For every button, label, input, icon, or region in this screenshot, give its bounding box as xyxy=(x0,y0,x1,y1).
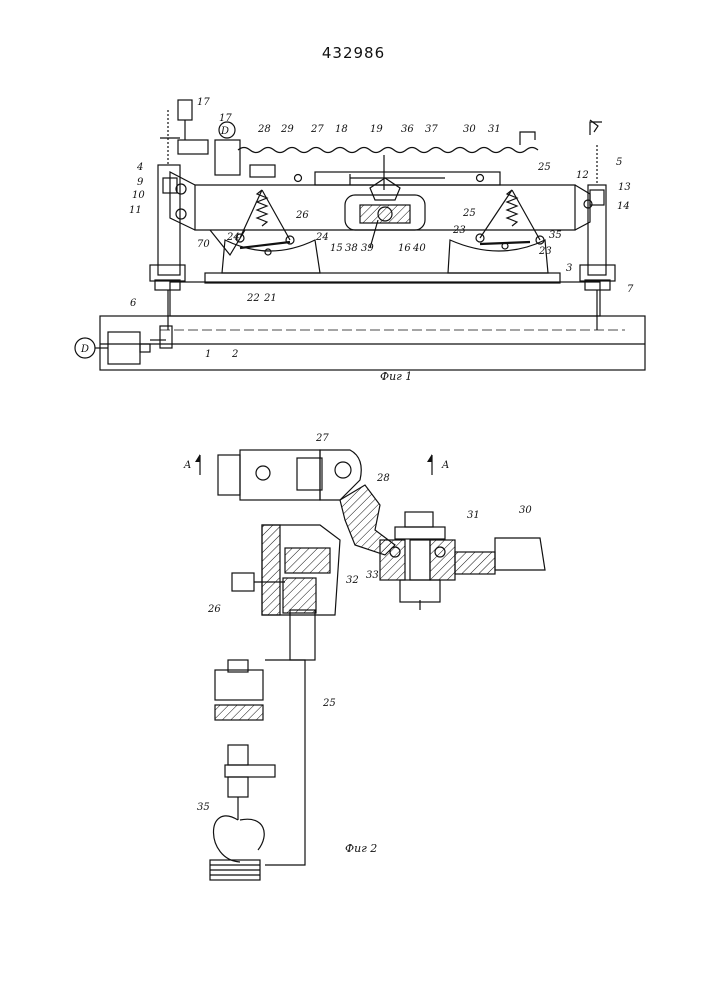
label-14: 14 xyxy=(617,201,630,212)
label-23a: 23 xyxy=(452,225,466,236)
shaft-end xyxy=(218,455,240,495)
label-28: 28 xyxy=(257,124,271,135)
base-bed xyxy=(100,316,645,370)
label-21: 21 xyxy=(263,293,277,304)
fig2-label-28: 28 xyxy=(376,473,390,484)
figure-1-caption: Фиг 1 xyxy=(380,370,412,383)
label-36: 36 xyxy=(401,124,414,135)
fig2-label-35: 35 xyxy=(197,802,210,813)
fig2-label-27: 27 xyxy=(315,433,329,444)
label-29: 29 xyxy=(280,124,294,135)
label-17b: 17 xyxy=(219,113,232,124)
label-24a: 24 xyxy=(226,232,240,243)
label-5: 5 xyxy=(616,157,622,168)
label-31: 31 xyxy=(488,124,501,135)
label-27: 27 xyxy=(310,124,324,135)
fig2-label-25: 25 xyxy=(322,698,336,709)
label-3: 3 xyxy=(566,263,572,274)
gear-box xyxy=(108,332,140,364)
label-23b: 23 xyxy=(538,246,552,257)
label-6: 6 xyxy=(130,298,137,309)
wavy-spring xyxy=(238,148,538,153)
label-16: 16 xyxy=(398,243,411,254)
label-24b: 24 xyxy=(315,232,329,243)
label-70: 70 xyxy=(197,239,210,250)
rod-25 xyxy=(265,660,305,865)
actuator-17 xyxy=(178,100,192,120)
label-10: 10 xyxy=(132,190,145,201)
figure-1: 17 17 D 28 29 27 18 19 36 37 30 31 25 4 … xyxy=(75,97,645,383)
label-25a: 25 xyxy=(537,162,551,173)
spring-35 xyxy=(213,816,240,862)
figure-2-caption: Фиг 2 xyxy=(345,842,377,855)
label-17a: 17 xyxy=(197,97,210,108)
label-39: 39 xyxy=(361,243,374,254)
label-22: 22 xyxy=(246,293,260,304)
label-13: 13 xyxy=(618,182,631,193)
label-15: 15 xyxy=(330,243,343,254)
fig2-label-26: 26 xyxy=(207,604,221,615)
label-9: 9 xyxy=(137,177,144,188)
motor-top-label: D xyxy=(220,126,229,137)
right-column xyxy=(588,185,606,275)
fig2-label-30: 30 xyxy=(519,505,532,516)
label-26: 26 xyxy=(295,210,309,221)
label-30: 30 xyxy=(463,124,476,135)
carriage-plate xyxy=(170,282,600,316)
label-37: 37 xyxy=(425,124,438,135)
label-4: 4 xyxy=(136,162,143,173)
label-19: 19 xyxy=(370,124,383,135)
label-38: 38 xyxy=(345,243,358,254)
label-1: 1 xyxy=(205,349,211,360)
label-12: 12 xyxy=(576,170,589,181)
label-35: 35 xyxy=(549,230,562,241)
label-18: 18 xyxy=(335,124,348,135)
motor-left-label: D xyxy=(80,344,89,355)
section-a-right: A xyxy=(441,460,449,471)
label-2: 2 xyxy=(231,349,238,360)
label-7: 7 xyxy=(627,284,634,295)
fig2-label-33: 33 xyxy=(366,570,379,581)
label-25b: 25 xyxy=(462,208,476,219)
label-40: 40 xyxy=(412,243,426,254)
right-support xyxy=(448,240,548,273)
label-11: 11 xyxy=(129,205,142,216)
fig2-label-31: 31 xyxy=(467,510,480,521)
block-30 xyxy=(495,538,545,570)
figure-2: A A xyxy=(183,433,545,880)
section-a-left: A xyxy=(183,460,191,471)
fig2-label-32: 32 xyxy=(346,575,359,586)
